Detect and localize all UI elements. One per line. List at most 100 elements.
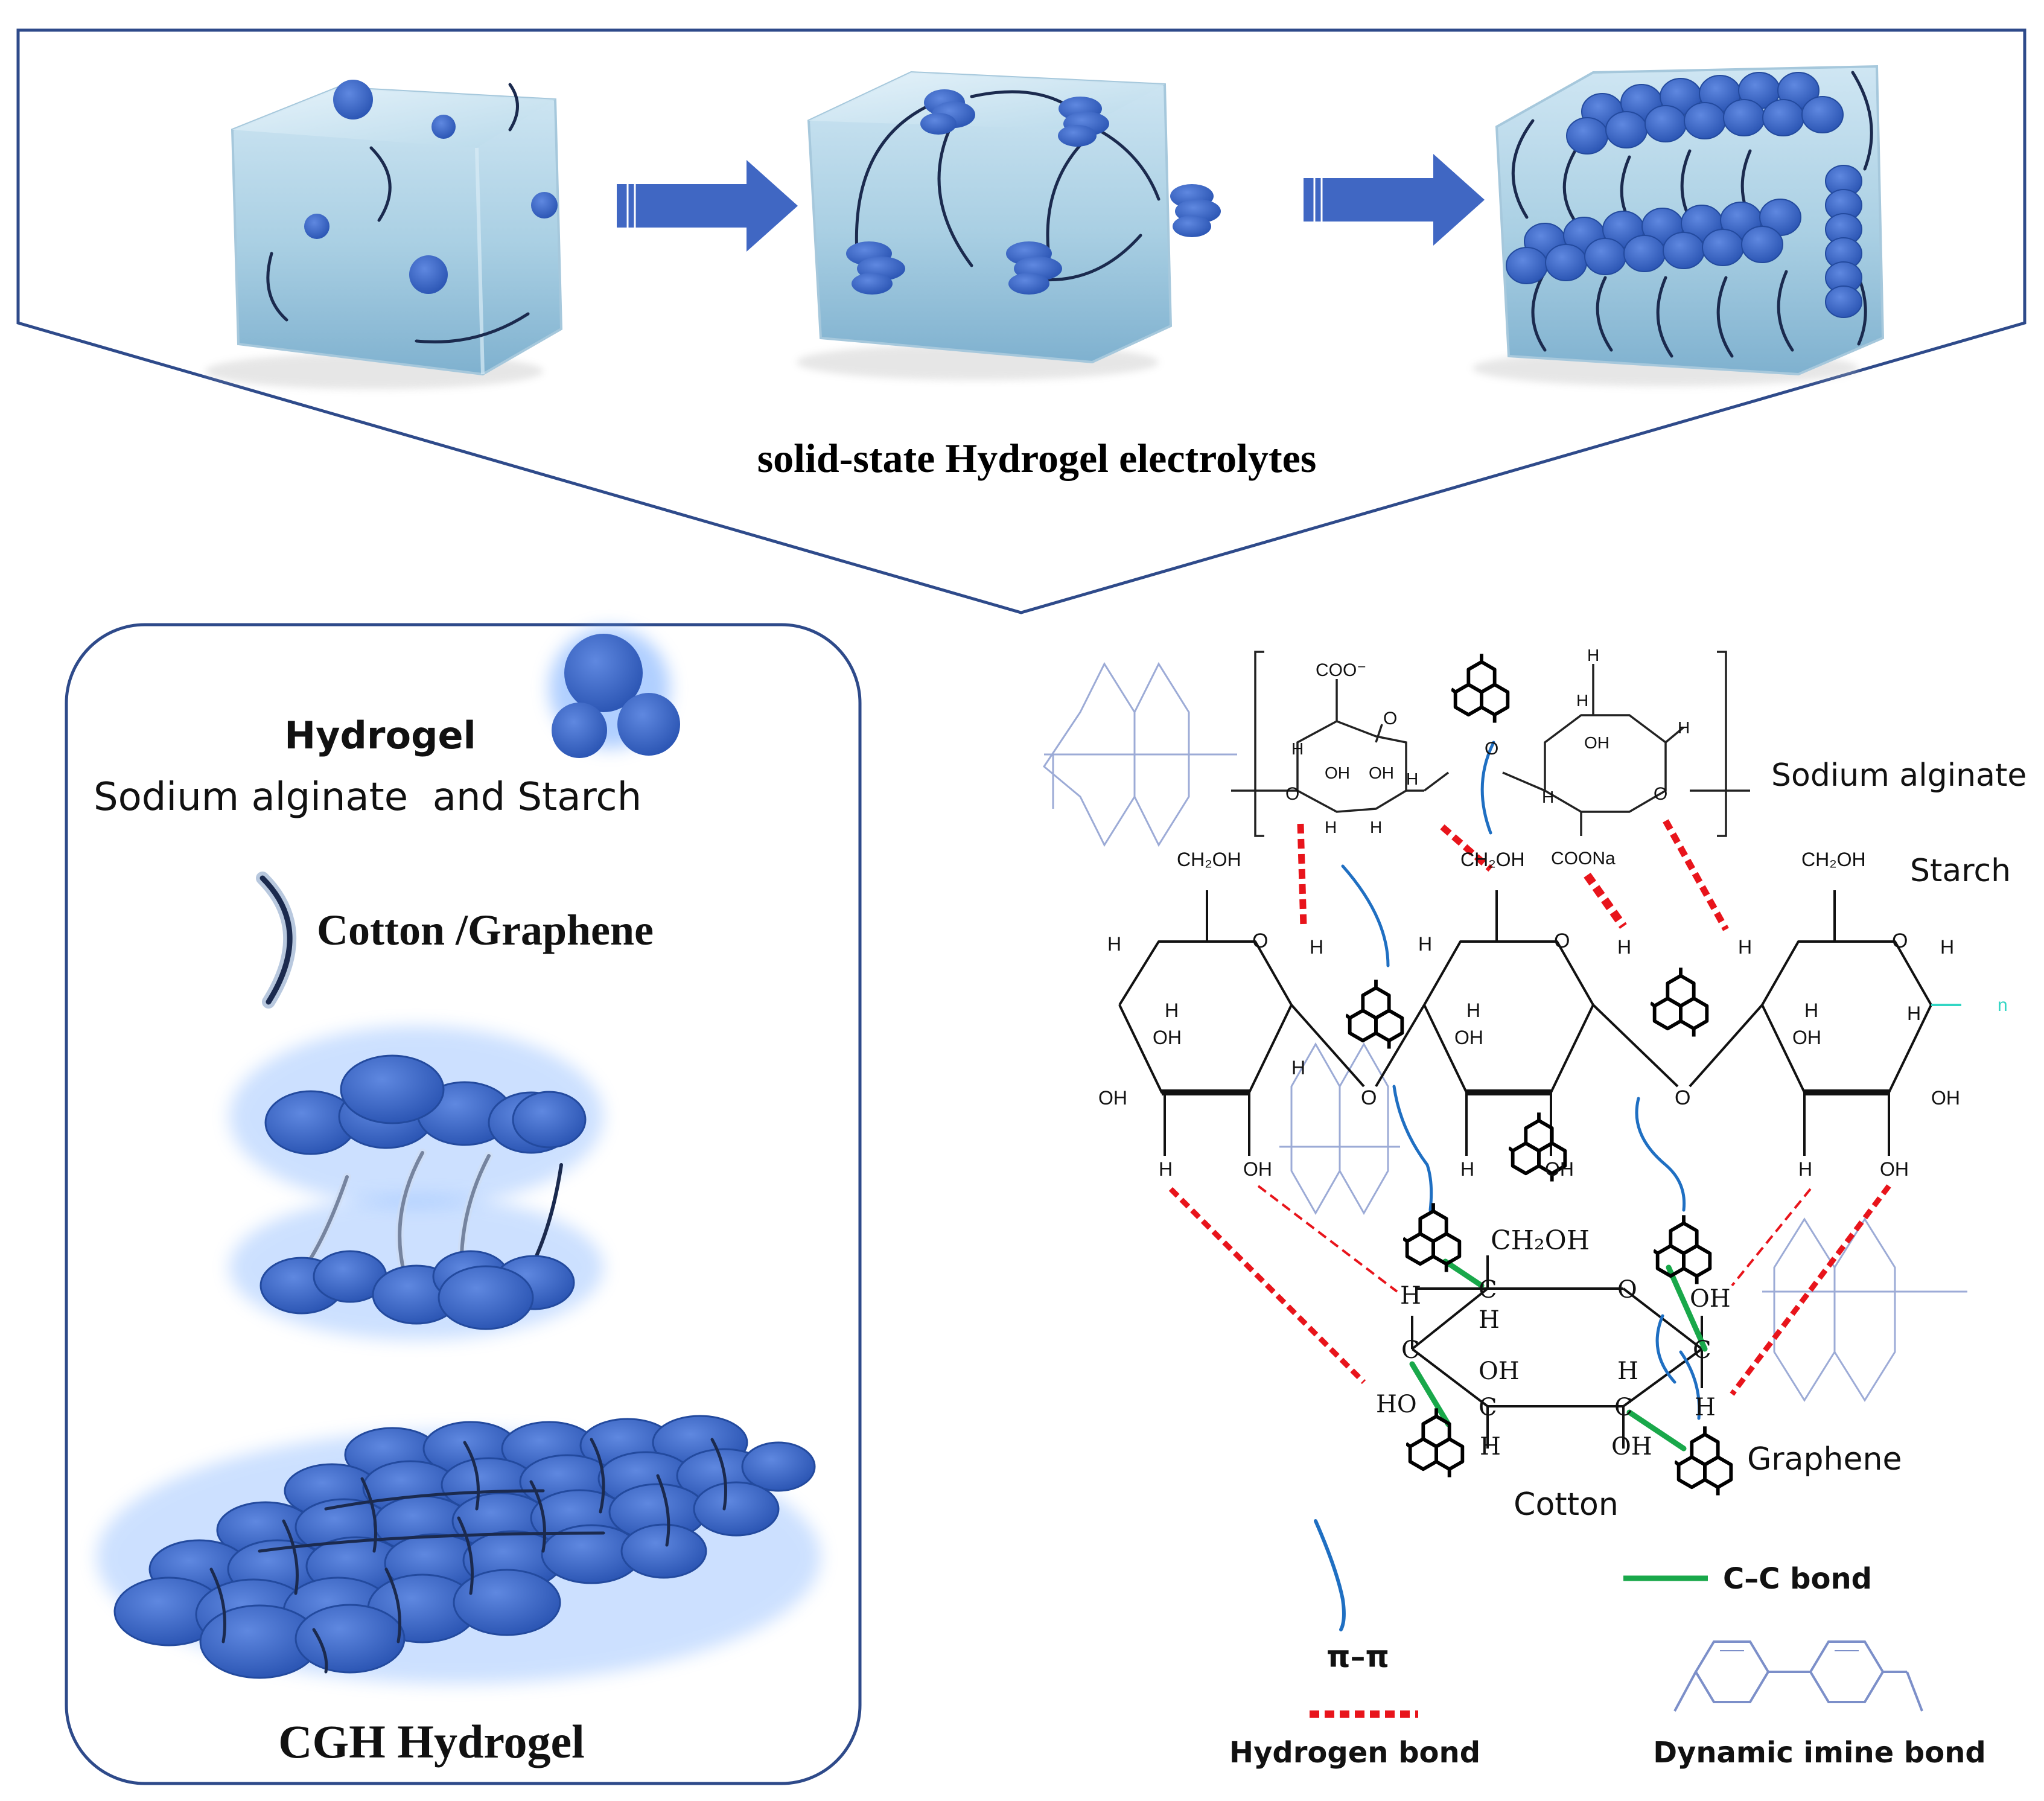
cc-bonds — [1409, 1258, 1708, 1452]
graphene-label: Graphene — [1747, 1441, 1902, 1477]
chemical-schematic: COO⁻ O OH OH H O H H H O H H OH H O H CO… — [1043, 646, 2026, 1523]
imine-decoration — [1043, 661, 1967, 1402]
ch2oh-label: CH₂OH — [1177, 849, 1241, 870]
atom-o: O — [1892, 929, 1908, 952]
atom-c: C — [1479, 1394, 1497, 1421]
atom-h: H — [1695, 1394, 1716, 1421]
graphene-unit — [1406, 1408, 1462, 1477]
graphene-unit — [1346, 980, 1402, 1048]
atom-labels: COO⁻ O OH OH H O H H H O H H OH H O H CO… — [1098, 646, 2008, 1461]
coo-minus-label: COO⁻ — [1316, 660, 1366, 680]
atom-o: O — [1675, 1086, 1690, 1109]
atom-h: H — [1291, 739, 1304, 758]
atom-o: O — [1285, 784, 1299, 804]
atom-h: H — [1678, 718, 1690, 737]
atom-o: O — [1361, 1086, 1377, 1109]
atom-h: H — [1480, 1433, 1501, 1461]
bead-layer-lower — [1506, 199, 1801, 284]
atom-h: H — [1165, 999, 1179, 1021]
pi-pi-legend-label: π–π — [1326, 1639, 1389, 1674]
atom-c: C — [1693, 1336, 1711, 1364]
cgh-sheet-icon — [97, 1415, 821, 1684]
bead — [431, 115, 456, 139]
bead — [409, 255, 448, 294]
atom-o: O — [1554, 929, 1570, 952]
atom-h: H — [1738, 936, 1752, 958]
hydrogen-bond-legend-label: Hydrogen bond — [1229, 1736, 1480, 1770]
atom-h: H — [1798, 1158, 1812, 1180]
graphene-unit — [1675, 1426, 1731, 1495]
atom-o: O — [1252, 929, 1268, 952]
process-arrow-2 — [1304, 154, 1485, 246]
atom-h: H — [1804, 999, 1818, 1021]
pi-pi-interactions — [1341, 741, 1701, 1420]
hydrogel-cube-initial — [205, 80, 563, 389]
graphene-unit — [1451, 654, 1508, 722]
atom-h: H — [1542, 788, 1554, 806]
cotton-label: Cotton — [1514, 1487, 1619, 1523]
atom-oh: OH — [1369, 763, 1394, 782]
atom-o: O — [1383, 709, 1397, 728]
bead-column — [1825, 165, 1862, 318]
atom-h: H — [1107, 933, 1121, 955]
legend-box: Hydrogel Sodium alginate and Starch Cott… — [65, 623, 862, 1785]
bead — [531, 192, 558, 218]
hydrogel-subtitle: Sodium alginate and Starch — [94, 775, 642, 820]
graphene-unit — [1403, 1203, 1459, 1272]
ch2oh-label: CH₂OH — [1460, 849, 1525, 870]
bead — [333, 80, 373, 120]
atom-ho: HO — [1376, 1391, 1417, 1418]
atom-oh: OH — [1153, 1027, 1182, 1048]
crosslinked-layers-icon — [229, 1026, 603, 1340]
atom-oh: OH — [1880, 1158, 1909, 1180]
atom-h: H — [1460, 1158, 1474, 1180]
atom-oh: OH — [1792, 1027, 1821, 1048]
atom-oh: OH — [1931, 1087, 1960, 1109]
hydrogel-cube-crosslinked — [797, 71, 1221, 380]
atom-c: C — [1401, 1336, 1420, 1364]
sodium-alginate-label: Sodium alginate — [1771, 757, 2026, 794]
atom-c: C — [1479, 1276, 1497, 1304]
process-arrow-1 — [617, 160, 798, 252]
cgh-hydrogel-label: CGH Hydrogel — [278, 1715, 585, 1768]
atom-h: H — [1325, 818, 1337, 837]
cotton-graphene-icon — [256, 872, 296, 1009]
sodium-alginate-structure — [1231, 651, 1750, 837]
imine-bond-legend-icon — [1673, 1640, 1923, 1712]
atom-h: H — [1617, 936, 1631, 958]
cc-bond-legend-label: C–C bond — [1723, 1562, 1872, 1596]
ch2oh-label: CH₂OH — [1801, 849, 1866, 870]
repeat-n-label: n — [1998, 995, 2008, 1015]
atom-o: O — [1654, 784, 1667, 804]
banner-title: solid-state Hydrogel electrolytes — [757, 435, 1317, 481]
starch-label: Starch — [1910, 853, 2011, 889]
cotton-structure — [1411, 1255, 1703, 1449]
atom-h: H — [1310, 936, 1323, 958]
pi-pi-legend-icon — [1314, 1519, 1346, 1631]
atom-oh: OH — [1584, 733, 1609, 752]
atom-h: H — [1940, 936, 1954, 958]
atom-oh: OH — [1325, 763, 1350, 782]
starch-structure — [1118, 890, 1961, 1156]
hydrogel-beads-icon — [549, 628, 680, 758]
atom-h: H — [1479, 1306, 1500, 1334]
hydrogel-cube-cgh — [1473, 65, 1885, 386]
atom-h: H — [1159, 1158, 1173, 1180]
hydrogel-title: Hydrogel — [284, 713, 476, 757]
coona-label: COONa — [1551, 849, 1616, 869]
atom-oh: OH — [1690, 1285, 1731, 1313]
atom-c: C — [1614, 1394, 1633, 1421]
atom-h: H — [1907, 1003, 1921, 1024]
atom-oh: OH — [1479, 1357, 1520, 1385]
top-banner: solid-state Hydrogel electrolytes — [16, 28, 2026, 614]
atom-oh: OH — [1611, 1433, 1652, 1461]
atom-h: H — [1576, 691, 1588, 710]
atom-h: H — [1400, 1282, 1421, 1310]
bead — [304, 214, 330, 239]
atom-h: H — [1617, 1357, 1638, 1385]
graphene-unit — [1654, 1215, 1710, 1284]
atom-oh: OH — [1545, 1158, 1574, 1180]
hydrogen-bonds — [1168, 819, 1891, 1396]
atom-o: O — [1485, 739, 1498, 759]
bond-legend: π–π Hydrogen bond C–C bond Dynamic imine… — [1229, 1519, 1986, 1770]
